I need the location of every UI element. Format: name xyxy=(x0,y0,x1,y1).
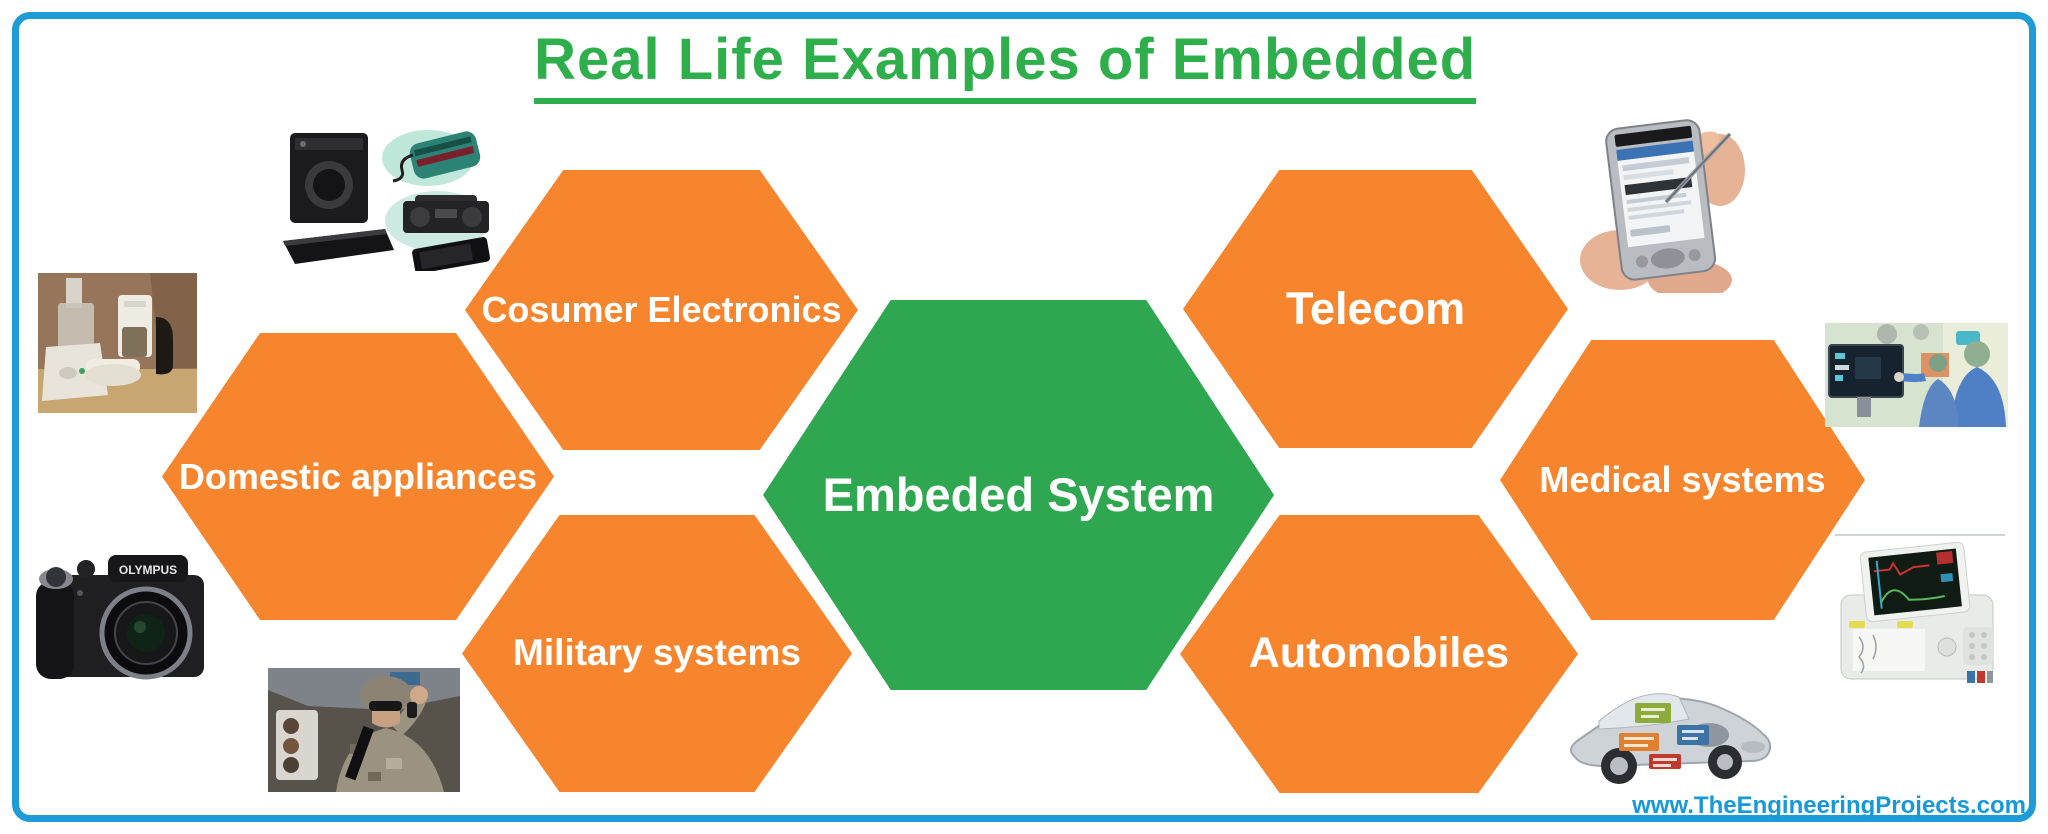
yellow-button xyxy=(1849,621,1865,628)
camera-lens xyxy=(99,586,193,680)
subsystem-labels xyxy=(1619,703,1709,769)
soundbar xyxy=(283,229,394,264)
hex-military-systems: Military systems xyxy=(462,515,852,792)
page-title: Real Life Examples of Embedded xyxy=(534,26,1477,104)
surgery-room-photo xyxy=(1825,323,2008,427)
watermark: www.TheEngineeringProjects.com xyxy=(1632,792,2026,819)
tablet xyxy=(412,237,491,271)
power-cord xyxy=(392,153,414,183)
hex-consumer-electronics: Cosumer Electronics xyxy=(465,170,858,450)
food-processor xyxy=(42,278,108,401)
stylus xyxy=(1664,132,1732,204)
surgeon xyxy=(1894,341,2006,427)
surgical-light xyxy=(1913,324,1929,340)
paper-recorder xyxy=(1853,629,1925,674)
car-cutaway-photo xyxy=(1570,693,1772,784)
car-wheel xyxy=(1601,745,1742,784)
camera-brand-label: OLYMPUS xyxy=(119,563,177,577)
hex-automobiles-label: Automobiles xyxy=(1248,629,1510,678)
consumer-electronics-photo xyxy=(283,130,491,271)
surgical-light xyxy=(1877,324,1897,344)
hex-embedded-system-label: Embeded System xyxy=(822,468,1215,522)
equipment-panel xyxy=(276,710,318,780)
hex-military-systems-label: Military systems xyxy=(513,632,801,674)
kettle xyxy=(156,317,173,375)
page-title-text: Real Life Examples of Embedded xyxy=(534,26,1477,104)
yellow-button xyxy=(1897,621,1913,628)
keypad xyxy=(1963,627,1993,665)
washing-machine xyxy=(290,133,368,223)
cd-player xyxy=(409,131,481,179)
sandwich-maker xyxy=(85,359,141,386)
hex-telecom-label: Telecom xyxy=(1285,283,1466,335)
hex-medical-systems-label: Medical systems xyxy=(1539,459,1826,501)
hex-domestic-appliances-label: Domestic appliances xyxy=(178,455,538,497)
surgical-monitor xyxy=(1828,344,1904,417)
hex-automobiles: Automobiles xyxy=(1180,515,1578,793)
patient-monitor-photo xyxy=(1835,534,2005,683)
hex-domestic-appliances: Domestic appliances xyxy=(162,333,554,620)
soldier-figure xyxy=(336,676,444,792)
boombox xyxy=(403,195,489,233)
kitchen-appliances-photo xyxy=(38,273,197,413)
control-knob xyxy=(1937,637,1957,657)
coffee-maker xyxy=(118,295,152,357)
connectors xyxy=(1967,671,1993,683)
hex-consumer-electronics-label: Cosumer Electronics xyxy=(481,289,842,331)
olympus-camera-photo: OLYMPUS xyxy=(36,555,204,680)
pda-device xyxy=(1605,119,1717,281)
hex-telecom: Telecom xyxy=(1183,170,1568,448)
hex-medical-systems: Medical systems xyxy=(1500,340,1865,620)
pda-hand-photo xyxy=(1580,119,1745,293)
soldier-photo xyxy=(268,668,460,792)
monitor-screen xyxy=(1859,541,1971,623)
